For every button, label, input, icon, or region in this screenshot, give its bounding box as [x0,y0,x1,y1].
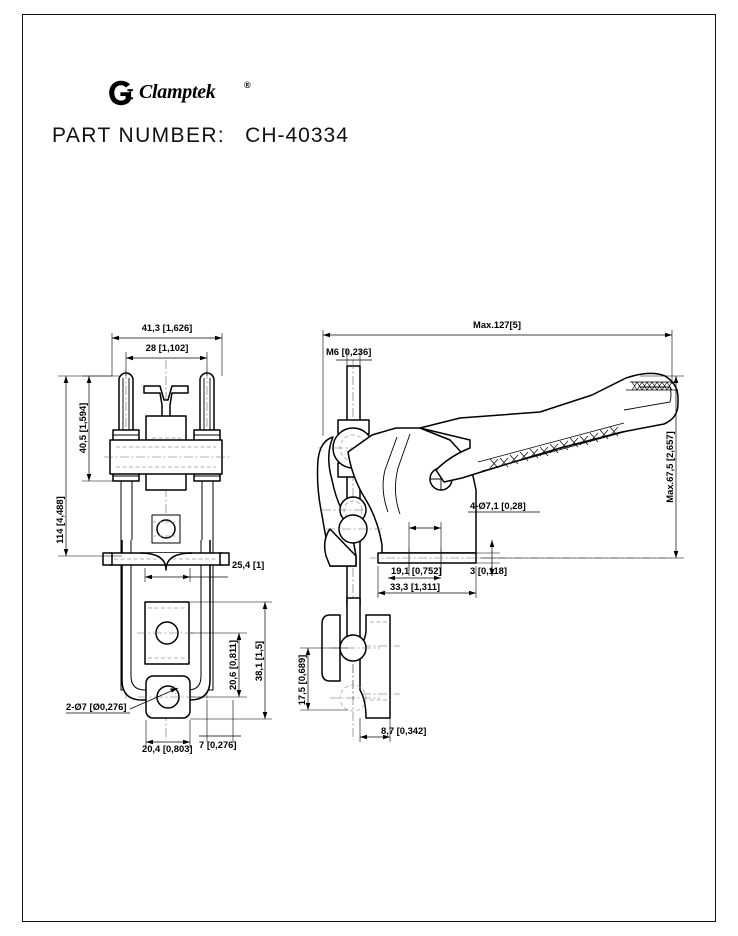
brand-name: Clamptek [139,81,216,103]
front-body-pivot [151,514,181,544]
part-number-line: PART NUMBER: CH-40334 [52,124,349,148]
part-number-value: CH-40334 [245,124,349,147]
dim-base-width-inner: 25,4 [1] [232,559,264,570]
front-mounting-foot [138,675,200,719]
dim-foot-width: 20,4 [0,803] [142,743,193,754]
side-view-dimensions: Max.127[5] M6 [0,236] Max.67,5 [2,657] 4… [322,319,684,598]
dim-max-height: Max.67,5 [2,657] [664,431,675,502]
dim-mounting-hole-spec: 4-Ø7,1 [0,28] [470,500,526,511]
dim-overall-width: 41,3 [1,626] [142,322,193,333]
dim-hole-to-foot: 20,6 [0,811] [227,640,238,690]
front-view [102,360,230,740]
drawing-border-frame [22,14,716,922]
dim-detail-width: 8,7 [0,342] [381,725,426,736]
brand-logo: Clamptek ® [108,78,328,112]
handle-knurl-lower [489,426,619,469]
side-handle-lever [419,372,679,483]
front-pivot-band [104,439,230,475]
front-latch-hook [137,601,197,665]
handle-knurl-upper [631,381,673,391]
dim-max-length: Max.127[5] [473,319,521,330]
dim-hole-offset: 19,1 [0,752] [391,565,442,576]
detail-view-dimensions: 17,5 [0,689] 8,7 [0,342] [296,647,426,742]
dim-detail-height: 17,5 [0,689] [296,655,307,706]
dim-overall-height: 114 [4,488] [54,496,65,543]
dim-hole-spec: 2-Ø7 [Ø0,276] [66,701,126,712]
dim-thread-size: M6 [0,236] [326,346,371,357]
clamptek-g-logo-icon [109,80,133,106]
side-bracket-plate [347,427,477,554]
dim-spindle-centers: 28 [1,102] [146,342,189,353]
front-view-dimensions: 41,3 [1,626] 28 [1,102] 40,5 [1,594] 114… [54,322,272,754]
dim-foot-thickness: 7 [0,276] [199,739,237,750]
bottom-detail-view [321,597,400,740]
side-lower-tail [323,514,382,567]
dim-base-height: 38,1 [1,5] [253,641,264,681]
dim-plate-length: 33,3 [1,311] [390,581,440,592]
dim-nut-height: 40,5 [1,594] [77,403,88,454]
registered-mark: ® [244,80,251,90]
part-number-label: PART NUMBER: [52,124,226,147]
dim-plate-thickness: 3 [0,118] [470,565,507,576]
